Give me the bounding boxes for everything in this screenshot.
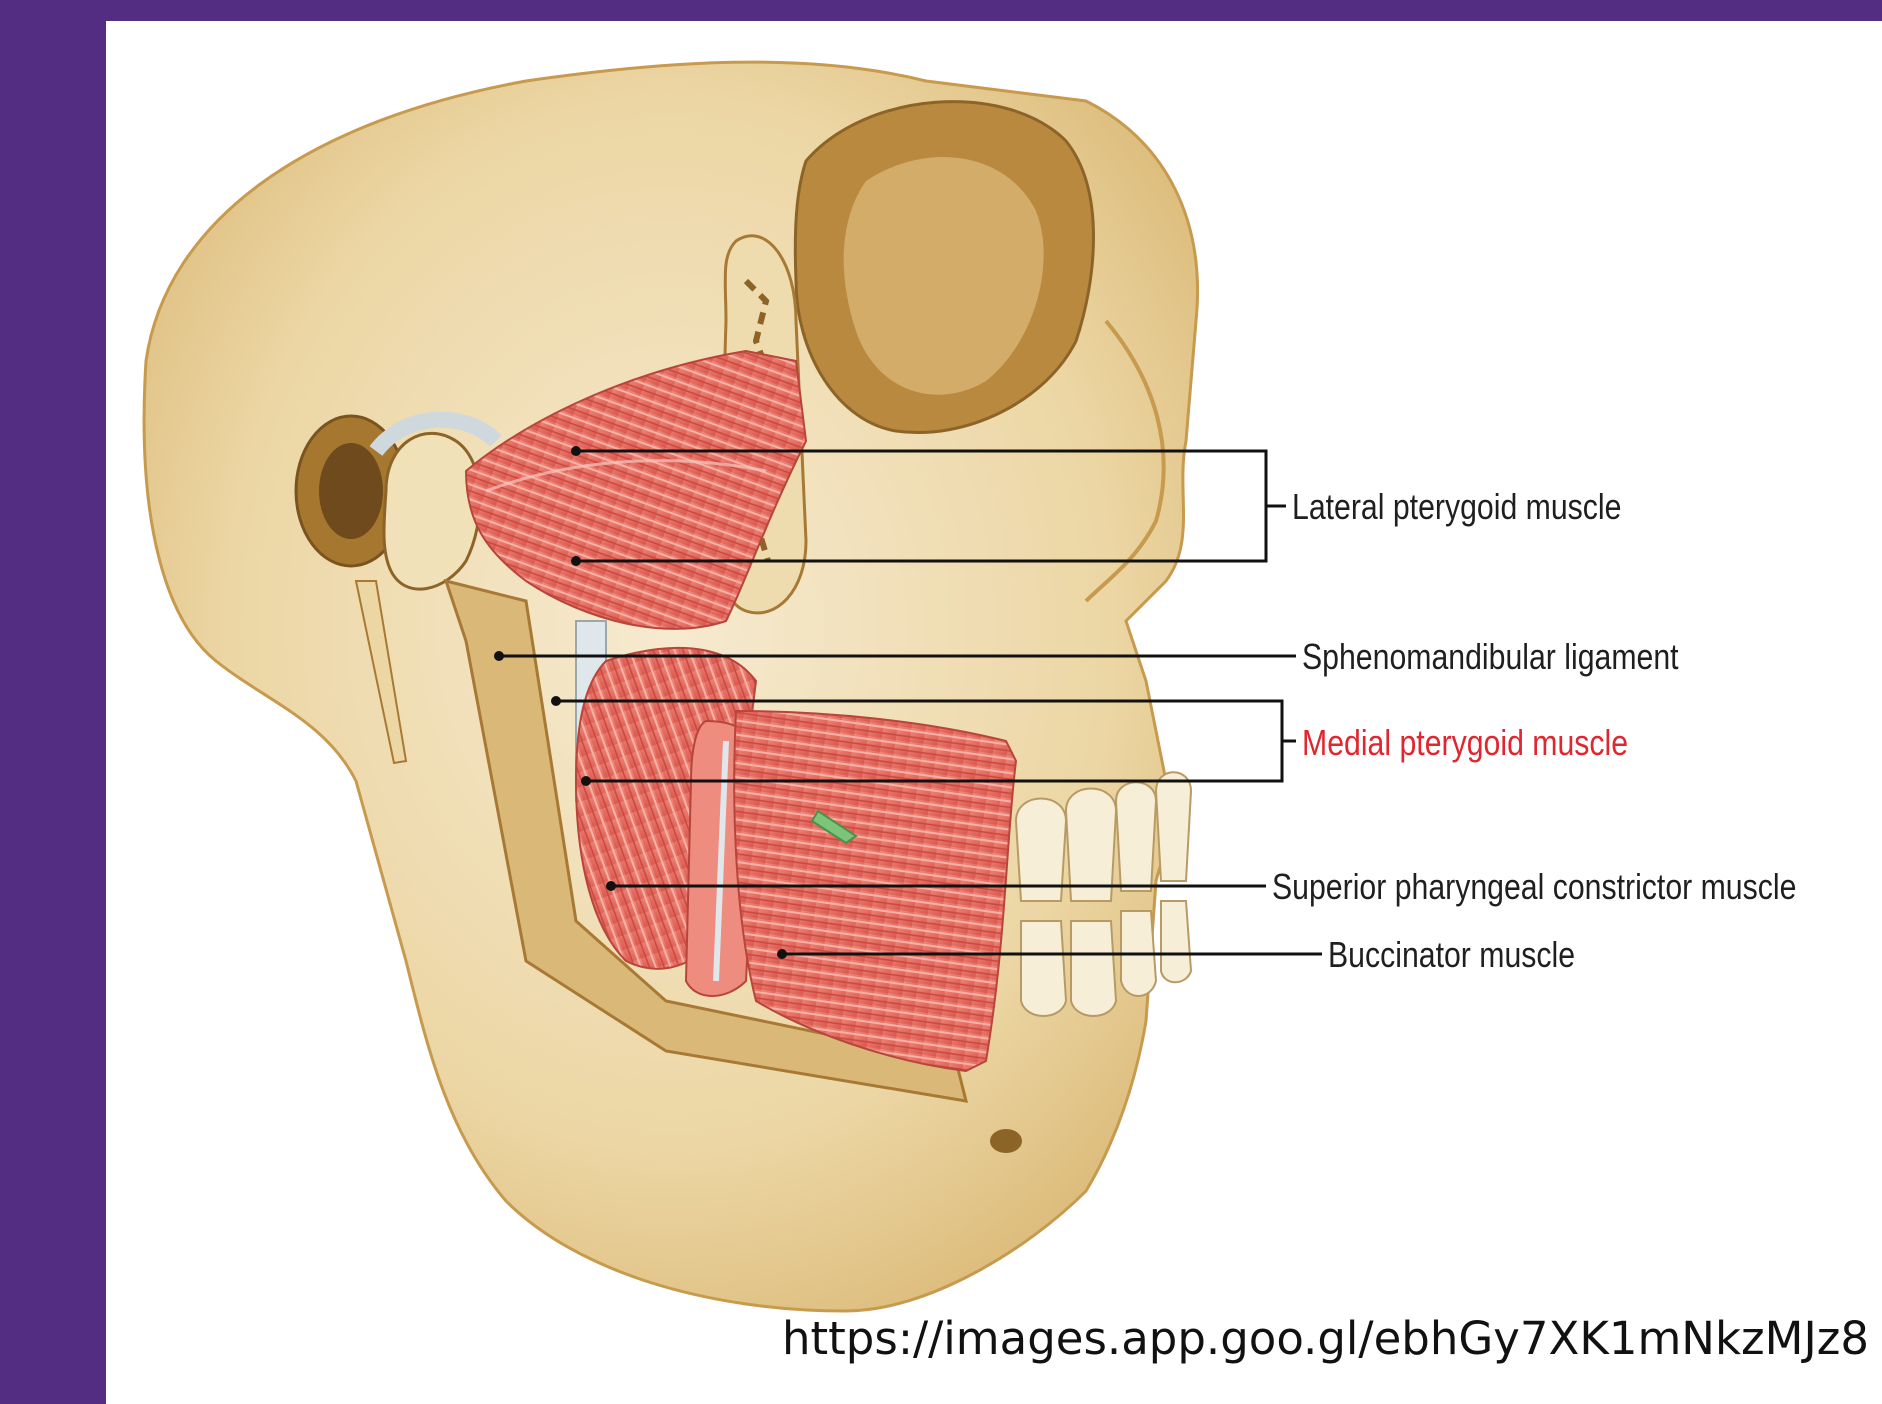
label-medial-pterygoid: Medial pterygoid muscle: [1302, 723, 1628, 763]
label-sphenomandibular-ligament: Sphenomandibular ligament: [1302, 637, 1679, 677]
label-buccinator: Buccinator muscle: [1328, 935, 1575, 975]
teeth: [1016, 772, 1191, 1016]
slide-panel: Lateral pterygoid muscle Sphenomandibula…: [106, 21, 1882, 1404]
label-superior-pharyngeal-constrictor: Superior pharyngeal constrictor muscle: [1272, 867, 1796, 907]
skull-illustration: [106, 21, 1882, 1404]
label-lateral-pterygoid: Lateral pterygoid muscle: [1292, 487, 1621, 527]
source-url: https://images.app.goo.gl/ebhGy7XK1mNkzM…: [782, 1312, 1869, 1365]
